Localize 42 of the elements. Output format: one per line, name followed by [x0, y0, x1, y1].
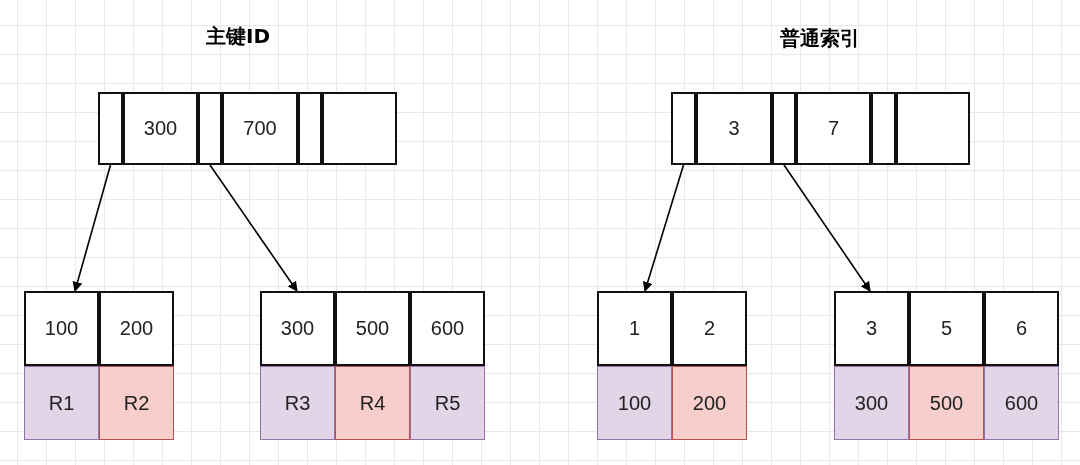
key-cell: 5 [909, 291, 984, 366]
tree-node-box [671, 92, 970, 165]
key-cell: 7 [796, 92, 871, 165]
key-cell: 200 [99, 291, 174, 366]
key-cell: 1 [597, 291, 672, 366]
key-cell: 500 [335, 291, 410, 366]
tree-node-box [260, 291, 485, 440]
key-cell: 600 [410, 291, 485, 366]
key-cell: 700 [222, 92, 298, 165]
pointer-slot [98, 92, 123, 165]
row-data-cell: R5 [410, 366, 485, 440]
tree-node-box [597, 291, 747, 440]
key-cell: 300 [123, 92, 198, 165]
row-data-cell: 300 [834, 366, 909, 440]
key-cell: 300 [260, 291, 335, 366]
arrow [209, 164, 298, 292]
arrow [72, 164, 112, 292]
row-data-cell: R1 [24, 366, 99, 440]
row-data-cell: 600 [984, 366, 1059, 440]
tree-node-box [98, 92, 397, 165]
pointer-slot [198, 92, 222, 165]
pointer-slot [871, 92, 896, 165]
tree-heading: 普通索引 [780, 24, 860, 52]
row-data-cell: 500 [909, 366, 984, 440]
key-cell: 3 [696, 92, 772, 165]
row-data-cell: 200 [672, 366, 747, 440]
row-data-cell: 100 [597, 366, 672, 440]
pointer-slot [298, 92, 322, 165]
key-cell: 100 [24, 291, 99, 366]
row-data-cell: R2 [99, 366, 174, 440]
row-data-cell: R4 [335, 366, 410, 440]
tree-node-box [24, 291, 174, 440]
key-cell: 6 [984, 291, 1059, 366]
pointer-slot [772, 92, 796, 165]
tree-heading: 主键ID [206, 22, 270, 50]
arrow [642, 164, 685, 292]
row-data-cell: R3 [260, 366, 335, 440]
key-cell: 3 [834, 291, 909, 366]
key-cell: 2 [672, 291, 747, 366]
arrow [783, 164, 871, 292]
tree-node-box [834, 291, 1059, 440]
pointer-slot [671, 92, 696, 165]
